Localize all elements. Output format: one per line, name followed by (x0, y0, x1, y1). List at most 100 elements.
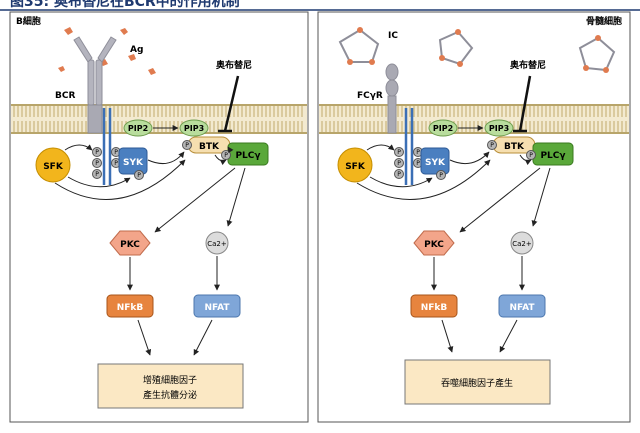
cell-membrane (11, 104, 307, 134)
svg-text:P: P (95, 149, 99, 156)
antigen-particle (369, 59, 375, 65)
svg-text:SYK: SYK (425, 158, 446, 168)
outcome-box: 增殖細胞因子 產生抗體分泌 (97, 363, 244, 409)
svg-text:P: P (397, 149, 401, 156)
svg-text:P: P (114, 149, 118, 156)
cell-type-label: B細胞 (16, 15, 41, 27)
panel-border (317, 11, 631, 423)
inhibitor-label: 奥布替尼 (215, 59, 252, 71)
outcome-line-1: 吞噬細胞因子產生 (441, 377, 513, 389)
antigen-particle (595, 35, 601, 41)
antigen-particle (603, 67, 609, 73)
svg-text:NFkB: NFkB (117, 303, 144, 313)
svg-text:PIP3: PIP3 (184, 124, 204, 133)
fcgr-receptor (385, 63, 399, 134)
svg-text:P: P (224, 152, 228, 159)
immune-complex (338, 28, 380, 63)
cell-membrane (319, 104, 629, 134)
svg-text:P: P (490, 142, 494, 149)
svg-text:P: P (439, 172, 443, 179)
svg-text:P: P (95, 160, 99, 167)
inhibitor-line (223, 75, 240, 132)
immune-complex (578, 36, 616, 72)
svg-text:P: P (397, 160, 401, 167)
svg-text:PIP3: PIP3 (489, 124, 509, 133)
pip2-node: PIP2 (123, 119, 153, 137)
inhibitor-label: 奥布替尼 (509, 59, 546, 71)
sfk-node: SFK (337, 147, 373, 183)
nfkb-node: NFkB (410, 294, 458, 318)
title-bar (0, 0, 640, 8)
calcium-node: Ca2+ (205, 231, 229, 255)
svg-text:P: P (95, 171, 99, 178)
btk-node: BTK P (487, 136, 536, 154)
antigen-label: Ag (130, 45, 143, 55)
btk-node: BTK P (182, 136, 231, 154)
antigen-particle (347, 59, 353, 65)
ig-tails (404, 108, 414, 185)
figure-title: 图35: 奥布替尼在BCR中的作用机制 (10, 0, 240, 10)
ic-antigens (347, 27, 609, 73)
svg-text:NFAT: NFAT (204, 303, 230, 313)
svg-text:PIP2: PIP2 (128, 124, 148, 133)
nfat-node: NFAT (193, 294, 241, 318)
antigen-particle (64, 27, 73, 35)
svg-text:Ca2+: Ca2+ (207, 240, 227, 248)
sfk-label: SFK (43, 162, 64, 172)
pip2-node: PIP2 (428, 119, 458, 137)
svg-text:BTK: BTK (199, 142, 220, 152)
nfkb-node: NFkB (106, 294, 154, 318)
svg-text:PKC: PKC (424, 240, 444, 250)
svg-text:PLCγ: PLCγ (235, 151, 260, 161)
cell-type-label: 骨髓細胞 (586, 15, 622, 27)
antigen-particle (148, 68, 156, 75)
pip3-node: PIP3 (179, 119, 209, 137)
svg-text:P: P (137, 172, 141, 179)
plc-node: PLCγ P (221, 142, 269, 166)
syk-node: SYK P (118, 147, 148, 180)
svg-text:P: P (114, 160, 118, 167)
svg-text:P: P (416, 160, 420, 167)
antigen-particle (455, 29, 461, 35)
pkc-node: PKC (413, 230, 455, 256)
outcome-line-1: 增殖細胞因子 (143, 374, 197, 386)
signal-arrows-bottom (431, 167, 551, 353)
pkc-node: PKC (109, 230, 151, 256)
sfk-node: SFK (35, 147, 71, 183)
svg-text:PLCγ: PLCγ (540, 151, 565, 161)
svg-text:P: P (416, 149, 420, 156)
panel-myeloid-cell: 骨髓細胞 IC FCγR (317, 11, 631, 423)
signal-arrows-top (356, 144, 532, 200)
ic-label: IC (388, 31, 398, 41)
signal-arrows-bottom (127, 167, 246, 356)
antigen-particle (439, 55, 445, 61)
antigen-particle (128, 54, 136, 61)
receptor-label: BCR (55, 91, 75, 101)
svg-text:PIP2: PIP2 (433, 124, 453, 133)
outcome-line-2: 產生抗體分泌 (143, 389, 197, 401)
inhibitor-line (518, 75, 532, 132)
bcr-receptor (73, 36, 117, 134)
signal-arrows-top (54, 144, 234, 200)
panel-b-cell: B細胞 Ag (9, 11, 309, 423)
svg-text:NFAT: NFAT (509, 303, 535, 313)
svg-text:Ca2+: Ca2+ (512, 240, 532, 248)
syk-label: SYK (123, 158, 144, 168)
tail-phospho: P P P P P (394, 147, 423, 179)
svg-text:SFK: SFK (345, 162, 366, 172)
pip3-node: PIP3 (484, 119, 514, 137)
antigen-particle (58, 66, 65, 72)
outcome-box: 吞噬細胞因子產生 (404, 359, 551, 405)
svg-text:PKC: PKC (120, 240, 140, 250)
immune-complex (438, 30, 474, 66)
syk-node: SYK P (420, 147, 450, 180)
immune-complexes (338, 28, 616, 72)
calcium-node: Ca2+ (510, 231, 534, 255)
nfat-node: NFAT (498, 294, 546, 318)
ig-tails (102, 108, 112, 185)
svg-text:P: P (185, 142, 189, 149)
panel-border (9, 11, 309, 423)
svg-text:NFkB: NFkB (421, 303, 448, 313)
